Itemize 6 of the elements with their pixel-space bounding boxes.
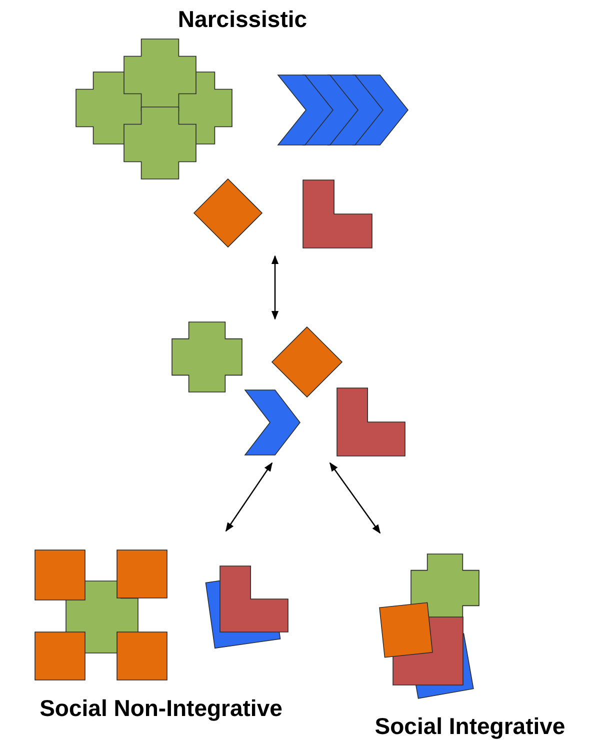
double-arrow [225,462,273,532]
double-arrow [329,462,381,534]
group-title: Narcissistic [178,5,308,33]
group-title: Social Integrative [374,712,566,740]
double-arrow [271,255,279,320]
group-title: Social Non-Integrative [40,694,282,722]
